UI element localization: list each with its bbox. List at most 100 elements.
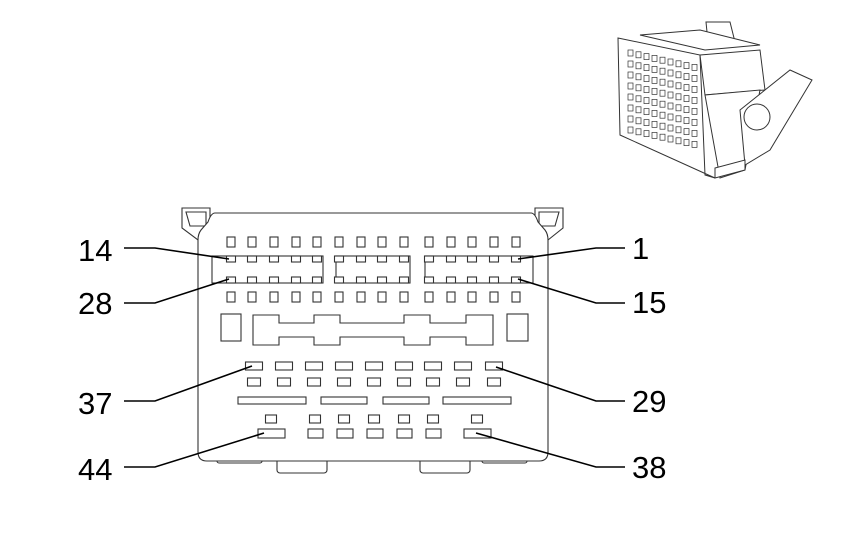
leader-line-44	[124, 432, 265, 468]
iso-pin-cavity	[643, 53, 650, 60]
iso-pin-cavity	[691, 86, 698, 93]
pin-cavity	[246, 276, 258, 284]
pin-cavity	[466, 255, 478, 263]
pin-cavity	[312, 291, 322, 303]
pin-cavity	[488, 276, 500, 284]
iso-pin-cavity	[675, 126, 682, 134]
pin-cavity	[264, 414, 278, 424]
pin-cavity	[334, 236, 344, 248]
iso-pin-cavity	[683, 62, 690, 69]
pin-cavity	[424, 291, 434, 303]
pin-cavity	[396, 428, 413, 439]
leader-line-15	[517, 278, 625, 304]
iso-pin-cavity	[635, 73, 642, 81]
pin-cavity	[446, 291, 456, 303]
iso-pin-cavity	[667, 69, 674, 77]
pin-cavity	[394, 361, 414, 371]
pin-cavity	[484, 361, 504, 371]
iso-pin-cavity	[691, 119, 698, 126]
iso-pin-cavity	[683, 139, 690, 146]
pin-cavity	[333, 276, 345, 284]
pin-cavity	[334, 361, 354, 371]
pin-cavity	[244, 361, 264, 371]
iso-pin-cavity	[627, 104, 634, 112]
pin-slot-bar	[382, 396, 430, 405]
pin-label-14: 14	[78, 233, 112, 268]
iso-pin-cavity	[627, 82, 634, 90]
leader-line-38	[475, 432, 625, 468]
leader-line-14	[124, 247, 230, 260]
iso-pin-cavity	[659, 133, 666, 141]
iso-pin-cavity	[667, 113, 674, 121]
iso-pin-cavity	[659, 78, 666, 86]
pin-slot-bar	[442, 396, 512, 405]
pin-cavity	[445, 276, 457, 284]
iso-pin-cavity	[667, 80, 674, 88]
iso-pin-cavity	[627, 71, 634, 79]
pin-cavity	[247, 236, 257, 248]
iso-pin-cavity	[635, 51, 642, 59]
pin-cavity	[355, 255, 367, 263]
leader-line-1	[517, 247, 625, 260]
pin-cavity	[226, 291, 236, 303]
iso-pin-cavity	[691, 141, 698, 148]
pin-cavity	[488, 255, 500, 263]
pin-cavity	[455, 377, 471, 387]
iso-pin-cavity	[683, 84, 690, 91]
pin-cavity	[470, 414, 484, 424]
iso-pin-cavity	[683, 106, 690, 113]
pin-cavity	[290, 255, 302, 263]
iso-pin-cavity	[683, 117, 690, 124]
iso-pin-cavity	[651, 99, 658, 106]
pin-cavity	[376, 276, 388, 284]
pin-cavity	[269, 236, 279, 248]
pin-cavity	[377, 291, 387, 303]
iso-pin-cavity	[635, 106, 642, 114]
pin-cavity	[247, 291, 257, 303]
pin-cavity	[445, 255, 457, 263]
pin-label-28: 28	[78, 286, 112, 321]
pin-group-box-2	[335, 255, 411, 284]
pin-cavity	[333, 255, 345, 263]
pin-cavity	[355, 276, 367, 284]
pin-cavity	[425, 377, 441, 387]
iso-pin-cavity	[643, 97, 650, 104]
iso-pin-cavity	[675, 104, 682, 112]
guide-slot-right	[506, 313, 529, 342]
iso-pin-cavity	[643, 119, 650, 126]
iso-pin-cavity	[675, 71, 682, 79]
iso-pin-cavity	[635, 84, 642, 92]
pin-slot-bar	[320, 396, 368, 405]
pin-cavity	[376, 255, 388, 263]
pin-cavity	[307, 428, 324, 439]
iso-pin-cavity	[691, 64, 698, 71]
pin-cavity	[486, 377, 502, 387]
pin-cavity	[290, 276, 302, 284]
pin-cavity	[423, 255, 435, 263]
pin-cavity	[398, 276, 410, 284]
iso-pin-cavity	[667, 58, 674, 66]
iso-pin-cavity	[643, 108, 650, 115]
pin-label-37: 37	[78, 386, 112, 421]
pin-cavity	[246, 377, 262, 387]
pin-slot-bar	[237, 396, 307, 405]
pin-cavity	[268, 255, 280, 263]
pin-cavity	[336, 428, 354, 439]
iso-pin-cavity	[675, 137, 682, 145]
pin-cavity	[356, 236, 366, 248]
iso-pin-cavity	[659, 100, 666, 108]
iso-pin-cavity	[651, 77, 658, 84]
iso-pin-cavity	[627, 126, 634, 134]
pin-cavity	[268, 276, 280, 284]
leader-lines	[124, 247, 625, 468]
iso-pin-cavity	[643, 130, 650, 137]
iso-pin-cavity	[667, 102, 674, 110]
iso-pin-cavity	[691, 130, 698, 137]
iso-pin-cavity	[659, 122, 666, 130]
keying-slot	[252, 314, 494, 346]
pin-label-1: 1	[632, 231, 649, 266]
iso-pin-cavity	[651, 110, 658, 117]
pin-cavity	[291, 291, 301, 303]
iso-pin-cavity	[643, 86, 650, 93]
